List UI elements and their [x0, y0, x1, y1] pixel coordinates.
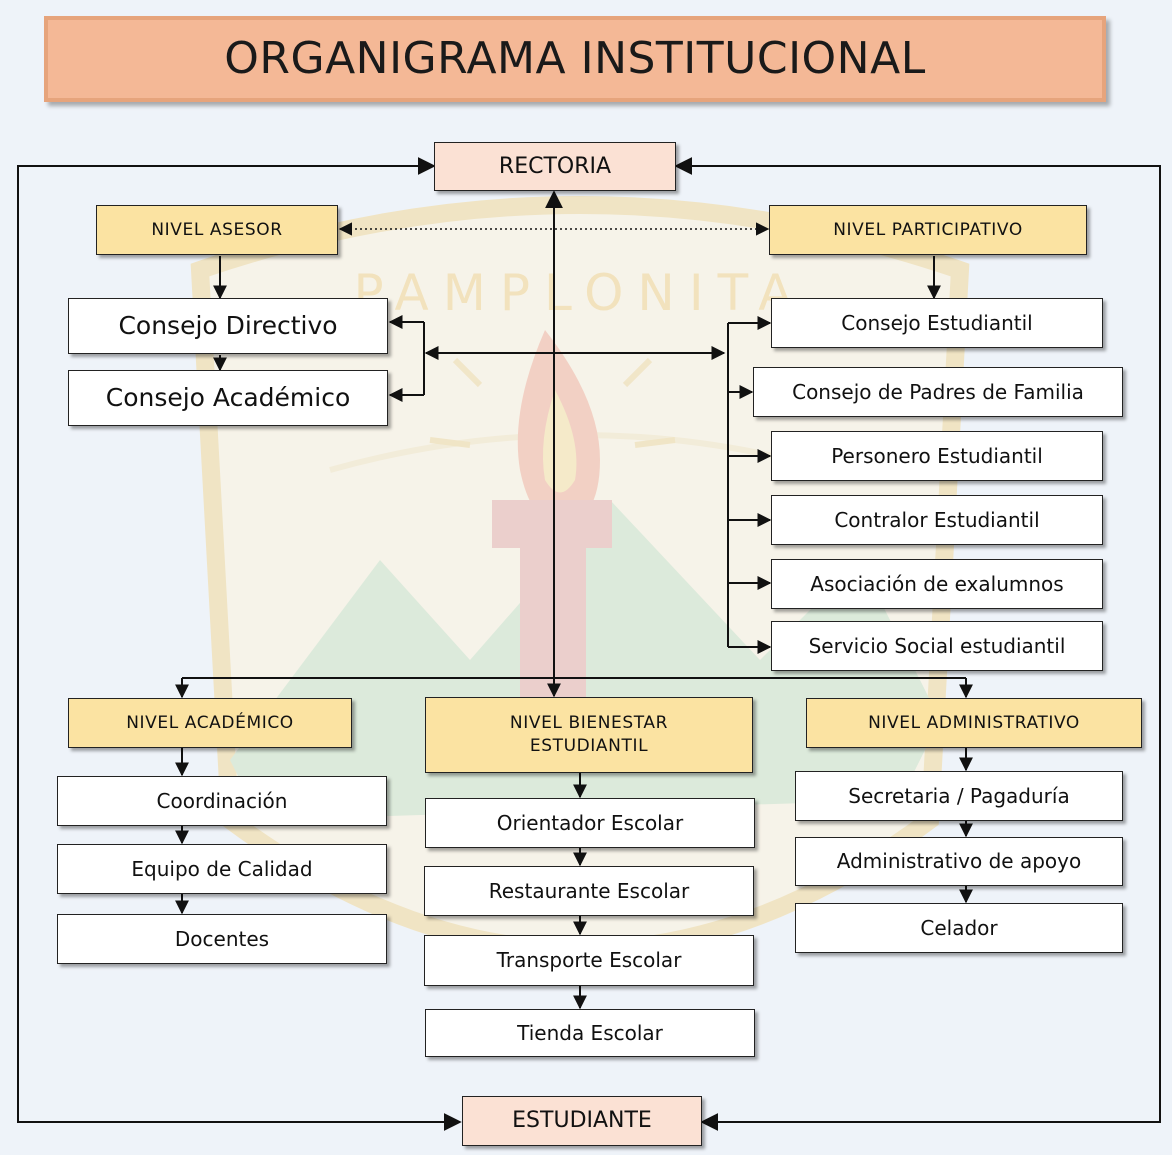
node-personero: Personero Estudiantil [771, 431, 1103, 481]
level-asesor: NIVEL ASESOR [96, 205, 338, 255]
loop-right-line [674, 157, 1161, 1131]
node-exalumnos: Asociación de exalumnos [771, 559, 1103, 609]
node-restaurante: Restaurante Escolar [424, 866, 754, 916]
node-rectoria: RECTORIA [434, 142, 676, 191]
level-academico: NIVEL ACADÉMICO [68, 698, 352, 748]
node-secretaria: Secretaria / Pagaduría [795, 771, 1123, 821]
node-docentes: Docentes [57, 914, 387, 964]
loop-left-line [17, 157, 462, 1131]
node-contralor: Contralor Estudiantil [771, 495, 1103, 545]
node-estudiante: ESTUDIANTE [462, 1096, 702, 1146]
level-bienestar-line2: ESTUDIANTIL [529, 736, 649, 756]
node-orientador: Orientador Escolar [425, 798, 755, 848]
node-transporte: Transporte Escolar [424, 935, 754, 986]
node-consejo-directivo: Consejo Directivo [68, 298, 388, 354]
node-administrativo-apoyo: Administrativo de apoyo [795, 837, 1123, 886]
node-consejo-academico: Consejo Académico [68, 370, 388, 426]
level-bienestar: NIVEL BIENESTAR ESTUDIANTIL [425, 697, 753, 773]
level-bienestar-line1: NIVEL BIENESTAR [509, 713, 669, 734]
level-administrativo: NIVEL ADMINISTRATIVO [806, 698, 1142, 748]
level-participativo: NIVEL PARTICIPATIVO [769, 205, 1087, 255]
node-consejo-estudiantil: Consejo Estudiantil [771, 298, 1103, 348]
node-equipo-calidad: Equipo de Calidad [57, 844, 387, 894]
node-tienda: Tienda Escolar [425, 1009, 755, 1057]
node-celador: Celador [795, 903, 1123, 953]
node-consejo-padres: Consejo de Padres de Familia [753, 367, 1123, 417]
watermark-text: PAMPLONITA [354, 264, 807, 322]
node-coordinacion: Coordinación [57, 776, 387, 826]
diagram-title: ORGANIGRAMA INSTITUCIONAL [44, 16, 1106, 102]
node-servicio-social: Servicio Social estudiantil [771, 621, 1103, 671]
